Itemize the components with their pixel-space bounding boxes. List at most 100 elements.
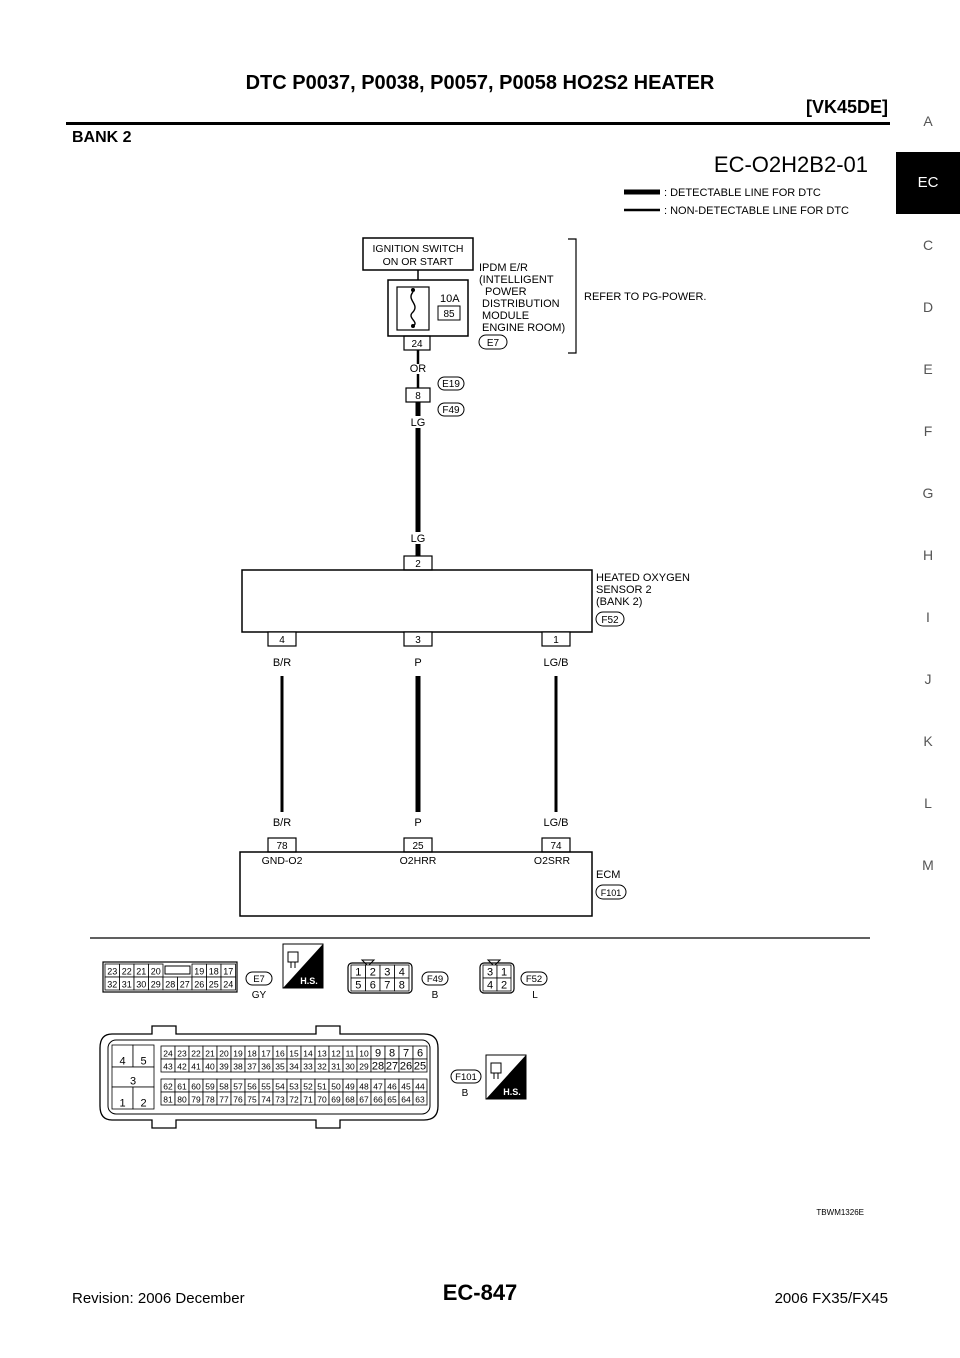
f101-pin-33: 33 <box>303 1062 313 1072</box>
wire-br-label-top: B/R <box>273 657 291 669</box>
section-tab-g[interactable]: G <box>922 485 934 501</box>
f101-pin-74: 74 <box>261 1095 271 1105</box>
ignition-label-line1: IGNITION SWITCH <box>373 243 464 255</box>
ipdm-label-2: (INTELLIGENT <box>479 274 554 286</box>
f101-pin-12: 12 <box>331 1049 341 1059</box>
f52-pin-3: 3 <box>487 967 493 979</box>
fuse-holder <box>396 286 430 331</box>
f101-view-id: F101 <box>455 1072 477 1083</box>
ipdm-label-6: ENGINE ROOM) <box>482 322 565 334</box>
f101-pin-56: 56 <box>247 1082 257 1092</box>
sensor-terminal-4-box <box>267 631 297 647</box>
e7-pin-28: 28 <box>165 980 175 990</box>
fuse-terminal-top <box>411 288 415 292</box>
e7-pin-23: 23 <box>107 967 117 977</box>
f101-pin-76: 76 <box>233 1095 243 1105</box>
f49-pin-1: 1 <box>355 967 361 979</box>
f101-pin-17: 17 <box>261 1049 271 1059</box>
sensor-terminal-1-box <box>541 631 571 647</box>
f101-pin-14: 14 <box>303 1049 313 1059</box>
e7-pin-30: 30 <box>136 980 146 990</box>
ipdm-label-3: POWER <box>485 286 527 298</box>
f101-pin-28: 28 <box>372 1061 384 1073</box>
f101-pin-35: 35 <box>275 1062 285 1072</box>
f101-pin-80: 80 <box>177 1095 187 1105</box>
section-tab-l[interactable]: L <box>924 795 932 811</box>
hs-label: H.S. <box>300 976 318 986</box>
f101-pin-72: 72 <box>289 1095 299 1105</box>
section-tab-m[interactable]: M <box>922 857 934 873</box>
page-title: DTC P0037, P0038, P0057, P0058 HO2S2 HEA… <box>245 72 715 94</box>
legend-detectable-label: : DETECTABLE LINE FOR DTC <box>664 187 821 199</box>
f101-pin-32: 32 <box>317 1062 327 1072</box>
f101-pin-79: 79 <box>191 1095 201 1105</box>
footer-page-number: EC-847 <box>442 1280 518 1305</box>
sensor-terminal-3: 3 <box>415 635 421 646</box>
section-tab-k[interactable]: K <box>923 733 933 749</box>
e7-pin-17: 17 <box>223 967 233 977</box>
f52-view-id: F52 <box>526 974 542 985</box>
f101-pin-70: 70 <box>317 1095 327 1105</box>
f101-pin-10: 10 <box>359 1049 369 1059</box>
hs-triangle-s2 <box>486 1055 526 1099</box>
f49-pin-8: 8 <box>399 980 405 992</box>
wire-lg-label-top: LG <box>411 417 426 429</box>
joint-bottom-connector: F49 <box>442 405 460 416</box>
section-tab-c[interactable]: C <box>922 237 934 253</box>
f101-pin-45: 45 <box>401 1082 411 1092</box>
f101-pin-68: 68 <box>345 1095 355 1105</box>
ecm-terminal-25: 25 <box>412 841 424 852</box>
f101-pin-21: 21 <box>205 1049 215 1059</box>
ipdm-terminal: 24 <box>411 339 423 350</box>
f101-pin-67: 67 <box>359 1095 369 1105</box>
f49-view-id: F49 <box>427 974 443 985</box>
f101-pin-7: 7 <box>403 1048 409 1060</box>
e7-housing <box>102 961 238 993</box>
fuse-amperage: 10A <box>440 293 460 305</box>
hs-label: H.S. <box>503 1087 521 1097</box>
ipdm-label-1: IPDM E/R <box>479 262 528 274</box>
f101-pin-42: 42 <box>177 1062 187 1072</box>
e7-pin-31: 31 <box>122 980 132 990</box>
f101-pin-65: 65 <box>387 1095 397 1105</box>
section-tab-ec[interactable]: EC <box>896 152 960 214</box>
f101-pin-18: 18 <box>247 1049 257 1059</box>
ecm-terminal-74: 74 <box>550 841 562 852</box>
e7-pin-24: 24 <box>223 980 233 990</box>
f101-pin-63: 63 <box>415 1095 425 1105</box>
e7-latch <box>164 965 191 975</box>
ecm-signal-o2hrr: O2HRR <box>400 855 437 867</box>
wire-or-label-bg <box>408 364 428 374</box>
f101-pin-43: 43 <box>163 1062 173 1072</box>
f49-view-id-oval <box>421 971 449 986</box>
e7-pin-26: 26 <box>194 980 204 990</box>
f101-view-id-oval <box>450 1069 482 1084</box>
f101-pin-53: 53 <box>289 1082 299 1092</box>
section-tab-e[interactable]: E <box>923 361 933 377</box>
section-tab-h[interactable]: H <box>922 547 934 563</box>
f49-pin-5: 5 <box>355 980 361 992</box>
e7-pin-18: 18 <box>209 967 219 977</box>
section-tab-d[interactable]: D <box>922 299 934 315</box>
ecm-terminal-78: 78 <box>276 841 288 852</box>
f49-pin-6: 6 <box>370 980 376 992</box>
f101-inner-frame <box>107 1039 431 1115</box>
section-tab-j[interactable]: J <box>924 671 932 687</box>
section-tab-a[interactable]: A <box>923 113 933 129</box>
section-tab-f[interactable]: F <box>923 423 933 439</box>
f101-pin-58: 58 <box>219 1082 229 1092</box>
joint-top-connector: E19 <box>442 379 460 390</box>
e7-pin-20: 20 <box>151 967 161 977</box>
f101-pin-61: 61 <box>177 1082 187 1092</box>
f101-pin-2-cell <box>132 1086 155 1110</box>
f101-pin-31: 31 <box>331 1062 341 1072</box>
f52-pin-4: 4 <box>487 980 493 992</box>
f101-pin-24: 24 <box>163 1049 173 1059</box>
ipdm-connector: E7 <box>487 338 500 349</box>
f101-pin-73: 73 <box>275 1095 285 1105</box>
section-tab-i[interactable]: I <box>926 609 930 625</box>
f101-pin-49: 49 <box>345 1082 355 1092</box>
e7-view-id: E7 <box>253 974 265 985</box>
f101-pin-51: 51 <box>317 1082 327 1092</box>
